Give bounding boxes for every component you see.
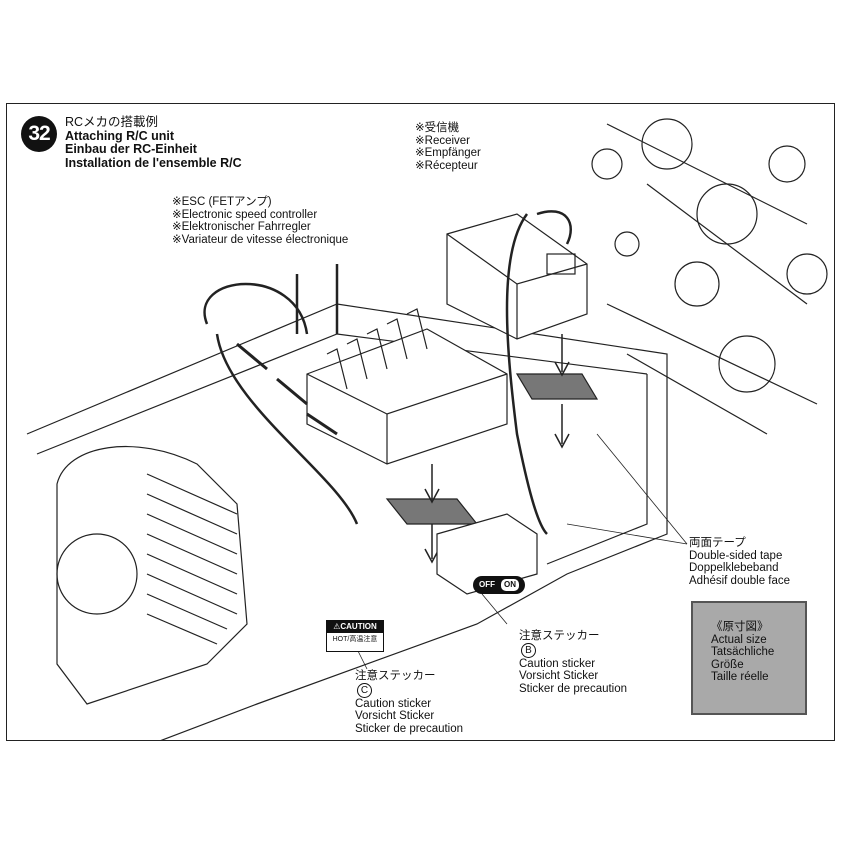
title-fr: Installation de l'ensemble R/C [65, 155, 242, 170]
power-switch [436, 513, 538, 595]
actual-size-en: Actual size [711, 633, 767, 646]
double-sided-tape-label: 両面テープ Double-sided tape Doppelklebeband … [689, 537, 790, 587]
rc-chassis-illustration [26, 118, 828, 740]
tape-ja: 両面テープ [689, 537, 746, 549]
tape-fr: Adhésif double face [689, 574, 791, 587]
receiver-de: ※Empfänger [415, 147, 481, 159]
receiver-ja: ※受信機 [415, 122, 460, 134]
receiver-unit [446, 213, 588, 340]
tape-de: Doppelklebeband [689, 562, 779, 574]
sticker-c-fr: Sticker de precaution [355, 722, 464, 735]
tape-pad-receiver [515, 373, 599, 400]
actual-size-ja: 《原寸図》 [711, 621, 769, 633]
receiver-en: ※Receiver [415, 134, 471, 147]
actual-size-de: Tatsächliche [711, 646, 775, 658]
motor-heatsink [56, 446, 248, 705]
switch-off-label: OFF [479, 580, 495, 589]
switch-on-label: ON [501, 579, 519, 591]
receiver-fr: ※Récepteur [415, 159, 478, 172]
actual-size-de2: Größe [711, 658, 744, 671]
actual-size-panel [691, 601, 807, 715]
esc-en: ※Electronic speed controller [172, 208, 318, 221]
sticker-c-de: Vorsicht Sticker [355, 710, 435, 722]
esc-ja: ※ESC (FETアンプ) [172, 196, 272, 208]
caution-sticker-top: ⚠CAUTION [327, 621, 383, 633]
title-en: Attaching R/C unit [65, 128, 175, 143]
caution-sticker-bottom: HOT/高温注意 [332, 636, 378, 643]
step-number-badge: 32 [21, 116, 57, 152]
esc-unit [306, 308, 508, 465]
instruction-frame: 32 RCメカの搭載例 Attaching R/C unit Einbau de… [6, 103, 835, 741]
receiver-label: ※受信機 ※Receiver ※Empfänger ※Récepteur [415, 122, 481, 172]
tape-en: Double-sided tape [689, 549, 783, 562]
actual-size-fr: Taille réelle [711, 671, 769, 683]
sticker-b-en: Caution sticker [519, 657, 596, 670]
sticker-b-ja: 注意ステッカー [519, 630, 600, 642]
sticker-c-ja: 注意ステッカー [355, 670, 436, 682]
chassis-plate [26, 303, 668, 740]
caution-sticker-c-illustration: ⚠CAUTION HOT/高温注意 [326, 620, 384, 652]
esc-label: ※ESC (FETアンプ) ※Electronic speed controll… [172, 196, 348, 246]
sticker-b-fr: Sticker de precaution [519, 682, 628, 695]
title-ja: RCメカの搭載例 [65, 115, 159, 129]
caution-sticker-b-illustration: OFF ON [473, 576, 525, 594]
sticker-c-en: Caution sticker [355, 697, 432, 710]
actual-size-label: 《原寸図》 Actual size Tatsächliche Größe Tai… [711, 621, 774, 684]
title-de: Einbau der RC-Einheit [65, 142, 197, 156]
esc-de: ※Elektronischer Fahrregler [172, 221, 311, 233]
wire-bundle [203, 210, 572, 535]
sticker-c-mark: C [357, 682, 372, 698]
step-title: RCメカの搭載例 Attaching R/C unit Einbau der R… [65, 115, 242, 170]
esc-fr: ※Variateur de vitesse électronique [172, 233, 349, 246]
sticker-b-de: Vorsicht Sticker [519, 670, 599, 682]
sticker-b-mark: B [521, 642, 536, 658]
front-suspension [591, 118, 828, 435]
